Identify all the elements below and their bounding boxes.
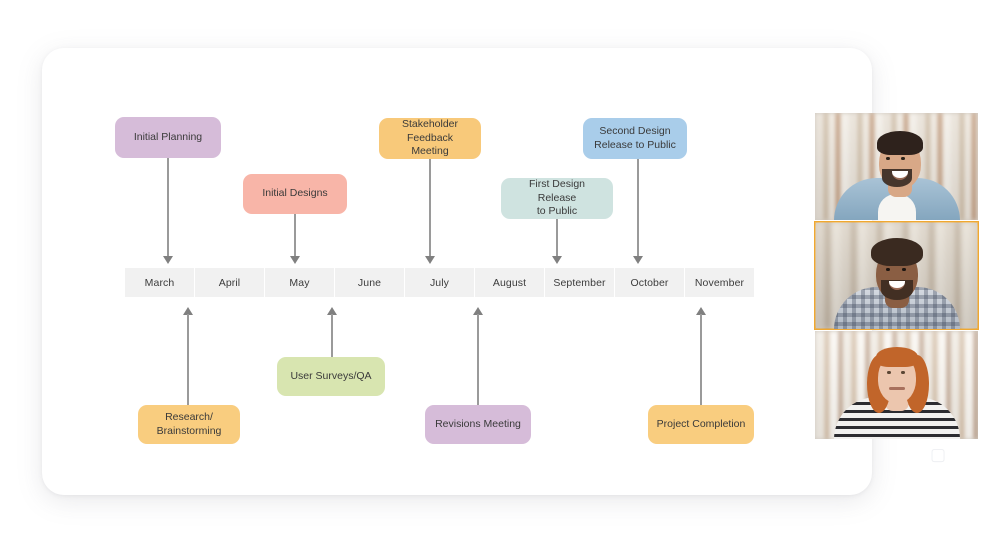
video-feed-participant-3 — [815, 331, 978, 439]
participant-2-eye-left — [885, 268, 890, 271]
participant-1-mouth — [891, 171, 908, 180]
participant-2-hair — [870, 238, 923, 266]
milestone-first-design-release-box[interactable]: First Design Release to Public — [501, 178, 613, 219]
participant-1-eye-left — [885, 157, 890, 160]
milestone-revisions-meeting-box[interactable]: Revisions Meeting — [425, 405, 531, 444]
video-feed-participant-2 — [815, 222, 978, 329]
video-tile-participant-1[interactable] — [815, 113, 978, 220]
milestone-initial-planning-box[interactable]: Initial Planning — [115, 117, 221, 158]
connector-initial-designs — [294, 214, 296, 258]
arrow-up-project-completion — [696, 307, 706, 315]
video-tile-participant-2[interactable] — [814, 221, 979, 330]
milestone-project-completion-box[interactable]: Project Completion — [648, 405, 754, 444]
participant-1-eye-right — [900, 157, 905, 160]
connector-project-completion — [700, 314, 702, 406]
participant-1-undershirt — [877, 194, 916, 220]
timeline-month-june[interactable]: June — [335, 268, 405, 297]
arrow-up-research-brainstorming — [183, 307, 193, 315]
milestone-second-design-release-box[interactable]: Second Design Release to Public — [583, 118, 687, 159]
timeline-month-april[interactable]: April — [195, 268, 265, 297]
arrow-down-initial-designs — [290, 256, 300, 264]
timeline-month-july[interactable]: July — [405, 268, 475, 297]
video-participants-strip — [814, 113, 979, 439]
connector-user-surveys-qa — [331, 314, 333, 358]
participant-3-mouth — [888, 387, 905, 390]
connector-research-brainstorming — [187, 314, 189, 406]
arrow-down-second-design-release — [633, 256, 643, 264]
milestone-initial-designs-box[interactable]: Initial Designs — [243, 174, 347, 214]
participant-2-eye-right — [901, 268, 906, 271]
connector-initial-planning — [167, 158, 169, 258]
arrow-down-stakeholder-feedback-meeting — [425, 256, 435, 264]
milestone-research-brainstorming-box[interactable]: Research/ Brainstorming — [138, 405, 240, 444]
milestone-user-surveys-qa-box[interactable]: User Surveys/QA — [277, 357, 385, 396]
participant-1-figure — [815, 113, 978, 220]
timeline-month-november[interactable]: November — [694, 276, 745, 289]
participant-3-figure — [815, 331, 978, 439]
timeline-month-august[interactable]: August — [475, 268, 545, 297]
timeline-month-october[interactable]: October — [615, 268, 685, 297]
arrow-down-first-design-release — [552, 256, 562, 264]
timeline-month-march[interactable]: March — [125, 268, 195, 297]
participant-3-eye-left — [886, 371, 891, 374]
connector-stakeholder-feedback-meeting — [429, 159, 431, 258]
connector-first-design-release — [556, 219, 558, 258]
milestone-stakeholder-feedback-meeting-box[interactable]: Stakeholder Feedback Meeting — [379, 118, 481, 159]
arrow-down-initial-planning — [163, 256, 173, 264]
participant-3-eye-right — [900, 371, 905, 374]
timeline-month-may[interactable]: May — [265, 268, 335, 297]
participant-3-hair-top — [875, 347, 918, 367]
participant-2-figure — [815, 222, 978, 329]
watermark-glyph: ▢ — [930, 445, 947, 464]
arrow-up-revisions-meeting — [473, 307, 483, 315]
connector-revisions-meeting — [477, 314, 479, 406]
video-tile-participant-3[interactable] — [815, 331, 978, 439]
timeline-month-september[interactable]: September — [545, 268, 615, 297]
timeline-bar: March April May June July August Septemb… — [125, 268, 754, 297]
connector-second-design-release — [637, 159, 639, 258]
participant-2-mouth — [888, 281, 905, 290]
participant-1-hair — [876, 131, 923, 155]
arrow-up-user-surveys-qa — [327, 307, 337, 315]
video-feed-participant-1 — [815, 113, 978, 220]
